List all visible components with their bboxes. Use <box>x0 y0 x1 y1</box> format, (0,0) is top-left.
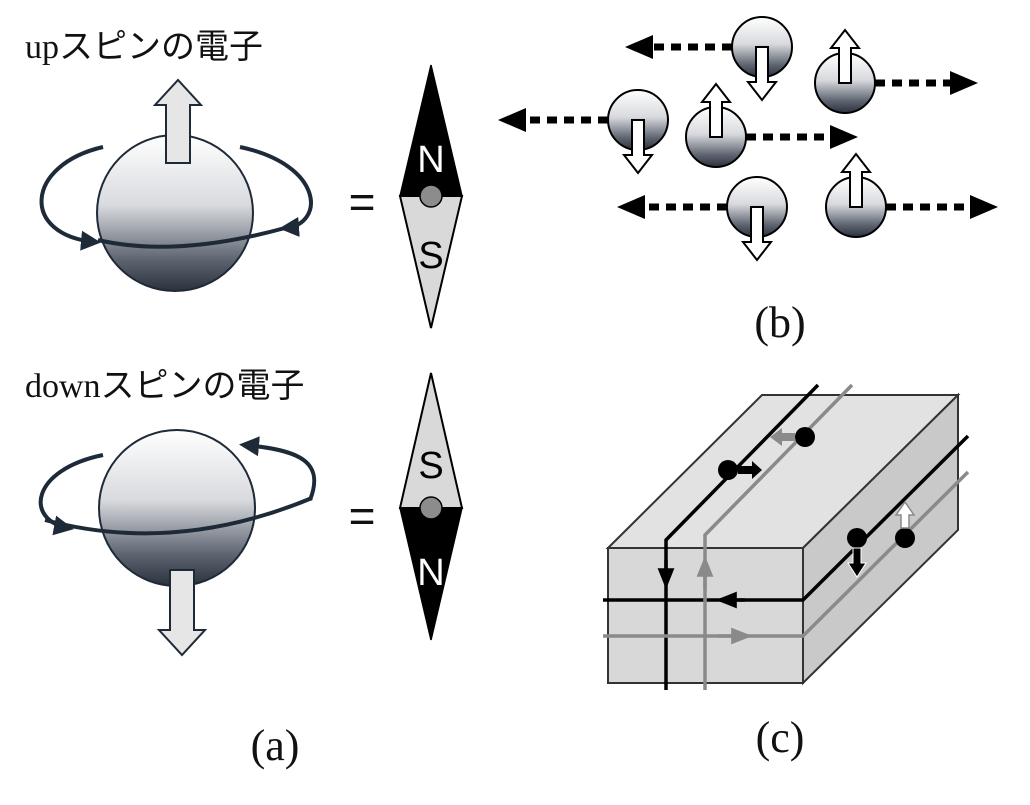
spin-arrow-icon <box>770 428 795 446</box>
edge-channel-line <box>664 383 820 690</box>
electron-sphere <box>98 429 256 587</box>
ring-front-arc <box>44 496 313 536</box>
edge-electron-dot <box>895 528 915 548</box>
motion-arrowhead-icon <box>970 195 998 219</box>
electron-down-moving-left <box>625 16 793 102</box>
ring-back-arc <box>39 145 104 251</box>
spin-up-arrow-icon <box>699 82 733 138</box>
spin-up-arrow-icon <box>828 28 862 84</box>
ring-right-arc <box>239 145 313 237</box>
spin-up-arrow-icon <box>839 152 873 208</box>
edge-electron-gray-up <box>894 500 916 548</box>
spin-down-arrow-icon <box>621 119 655 175</box>
compass-top-letter: S <box>418 445 443 487</box>
motion-arrowhead-icon <box>950 71 978 95</box>
equals-sign-down: = <box>349 490 376 542</box>
electron-up-moving-right <box>814 28 978 114</box>
compass-needle-down: S N <box>398 372 464 641</box>
electron-up-moving-right <box>685 82 858 168</box>
motion-arrowhead-icon <box>617 195 645 219</box>
motion-arrowhead-icon <box>498 108 526 132</box>
compass-needle-up: N S <box>398 64 464 329</box>
ring-front-arc <box>97 226 286 249</box>
caption-b: (b) <box>754 298 805 347</box>
down-spin-label: downスピンの電子 <box>25 368 305 405</box>
ring-right-arc <box>239 436 317 501</box>
edge-path-spin-down <box>603 383 970 690</box>
motion-arrowhead-icon <box>625 35 653 59</box>
spin-down-arrow-icon <box>847 547 867 578</box>
equals-sign-up: = <box>349 176 376 228</box>
compass-bottom-letter: S <box>418 235 443 277</box>
compass-pivot <box>419 496 443 520</box>
ring-left-arc <box>38 453 104 536</box>
panel-c: (c) <box>603 383 970 762</box>
edge-electron-gray-left <box>770 427 815 447</box>
edge-channel-line <box>603 470 970 638</box>
caption-a: (a) <box>251 721 300 770</box>
compass-top-letter: N <box>417 139 444 181</box>
edge-electron-dot <box>847 528 867 548</box>
edge-electron-dot <box>718 460 738 480</box>
spin-arrow-icon <box>738 461 762 479</box>
spin-up-arrow-icon <box>152 78 204 164</box>
edge-electron-black-down <box>847 528 867 578</box>
panel-a: upスピンの電子 = N S downスピンの電子 = <box>25 29 464 770</box>
edge-channel-line <box>603 434 970 602</box>
spin-up-arrow-icon <box>894 500 916 529</box>
spin-down-arrow-icon <box>156 569 208 657</box>
panel-b: (b) <box>498 16 998 347</box>
compass-south-half <box>398 372 464 509</box>
motion-arrowhead-icon <box>830 125 858 149</box>
edge-electron-dot <box>795 427 815 447</box>
down-spin-electron <box>38 429 317 657</box>
up-spin-electron <box>39 78 313 292</box>
edge-electron-black-right <box>718 460 762 480</box>
electron-down-moving-left <box>617 176 788 262</box>
spin-down-arrow-icon <box>740 206 774 262</box>
compass-pivot <box>419 184 443 208</box>
caption-c: (c) <box>756 713 805 762</box>
up-spin-label: upスピンの電子 <box>25 29 263 66</box>
electron-down-moving-left <box>498 89 669 175</box>
compass-bottom-letter: N <box>417 552 444 594</box>
spin-down-arrow-icon <box>745 46 779 102</box>
electron-up-moving-right <box>825 152 998 238</box>
